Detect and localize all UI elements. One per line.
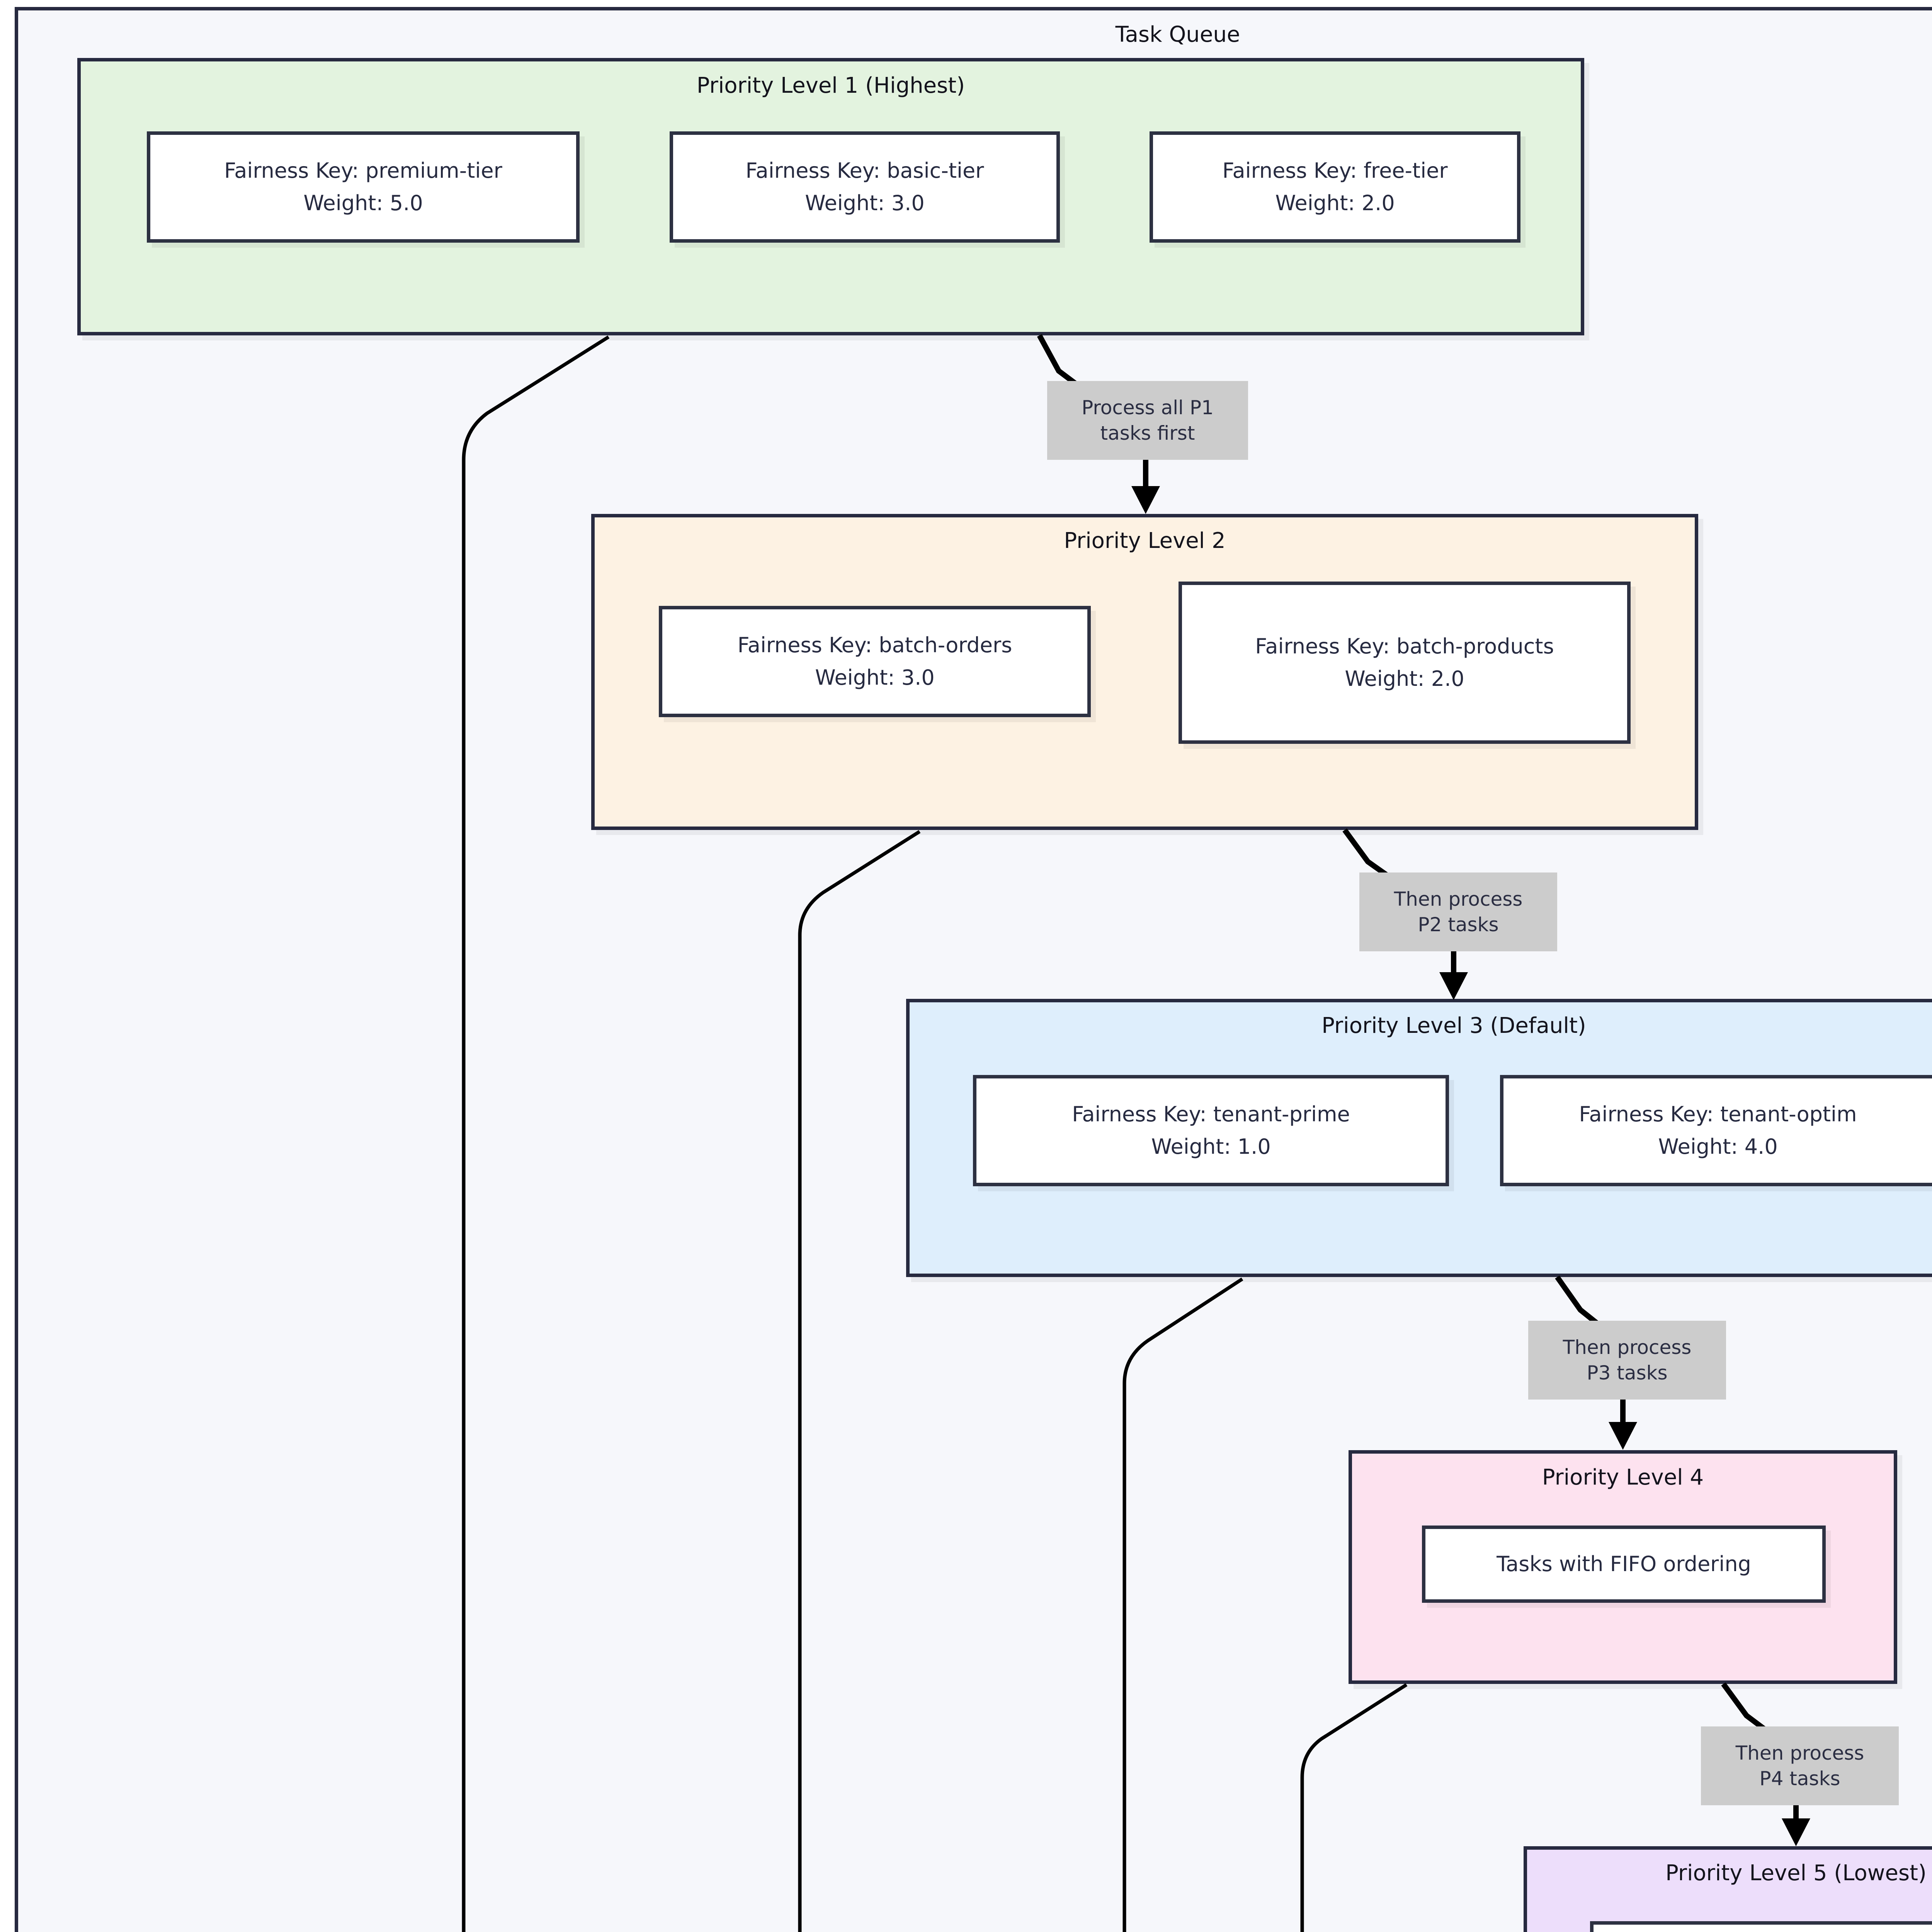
node-fairness-tenant-optim[interactable]: Fairness Key: tenant-optim Weight: 4.0 (1500, 1075, 1932, 1186)
cluster-priority-level-5-title: Priority Level 5 (Lowest) (1665, 1861, 1927, 1886)
edge-label-line-1: Then process (1394, 888, 1523, 910)
edge-label-p2-to-p3: Then process P2 tasks (1359, 872, 1557, 951)
edge-label-p3-to-p4: Then process P3 tasks (1528, 1321, 1726, 1400)
node-task-line: Tasks with FIFO ordering (1497, 1552, 1751, 1577)
node-fairness-free-tier[interactable]: Fairness Key: free-tier Weight: 2.0 (1150, 131, 1520, 243)
node-weight-line: Weight: 1.0 (1151, 1134, 1271, 1159)
cluster-priority-level-1-title: Priority Level 1 (Highest) (696, 73, 965, 98)
cluster-priority-level-3-title: Priority Level 3 (Default) (1321, 1013, 1586, 1038)
node-weight-line: Weight: 5.0 (303, 191, 423, 215)
node-fairness-key-line: Fairness Key: premium-tier (224, 158, 502, 183)
node-weight-line: Weight: 2.0 (1275, 191, 1395, 215)
edge-label-p1-to-p2: Process all P1 tasks first (1047, 381, 1248, 460)
node-p4-fifo-tasks[interactable]: Tasks with FIFO ordering (1422, 1526, 1826, 1603)
node-weight-line: Weight: 3.0 (815, 665, 935, 690)
node-fairness-key-line: Fairness Key: free-tier (1222, 158, 1448, 183)
node-fairness-key-line: Fairness Key: basic-tier (745, 158, 984, 183)
edge-label-line-2: P3 tasks (1587, 1362, 1668, 1384)
edge-label-line-2: P2 tasks (1418, 913, 1499, 936)
edge-label-line-2: tasks first (1100, 422, 1195, 444)
edge-label-p4-to-p5: Then process P4 tasks (1701, 1726, 1899, 1805)
edge-label-line-1: Then process (1735, 1742, 1864, 1764)
cluster-priority-level-4-title: Priority Level 4 (1542, 1465, 1704, 1490)
cluster-task-queue-title: Task Queue (1115, 22, 1240, 47)
node-fairness-key-line: Fairness Key: tenant-prime (1072, 1102, 1350, 1127)
edge-label-line-1: Process all P1 (1082, 396, 1214, 419)
cluster-priority-level-2-title: Priority Level 2 (1064, 528, 1226, 553)
cluster-priority-level-5 (1524, 1846, 1932, 1932)
node-p5-fifo-tasks[interactable]: Tasks with FIFO ordering (1590, 1921, 1932, 1932)
node-weight-line: Weight: 2.0 (1345, 667, 1464, 691)
node-fairness-tenant-prime[interactable]: Fairness Key: tenant-prime Weight: 1.0 (973, 1075, 1449, 1186)
edge-label-line-2: P4 tasks (1759, 1767, 1840, 1790)
node-fairness-key-line: Fairness Key: batch-orders (737, 633, 1012, 658)
node-fairness-key-line: Fairness Key: batch-products (1255, 634, 1554, 659)
node-fairness-basic-tier[interactable]: Fairness Key: basic-tier Weight: 3.0 (670, 131, 1060, 243)
node-fairness-batch-products[interactable]: Fairness Key: batch-products Weight: 2.0 (1179, 582, 1631, 744)
node-weight-line: Weight: 3.0 (805, 191, 925, 215)
node-fairness-batch-orders[interactable]: Fairness Key: batch-orders Weight: 3.0 (659, 606, 1091, 717)
edge-label-line-1: Then process (1563, 1336, 1692, 1359)
node-weight-line: Weight: 4.0 (1658, 1134, 1778, 1159)
node-fairness-key-line: Fairness Key: tenant-optim (1579, 1102, 1857, 1127)
node-fairness-premium-tier[interactable]: Fairness Key: premium-tier Weight: 5.0 (147, 131, 580, 243)
